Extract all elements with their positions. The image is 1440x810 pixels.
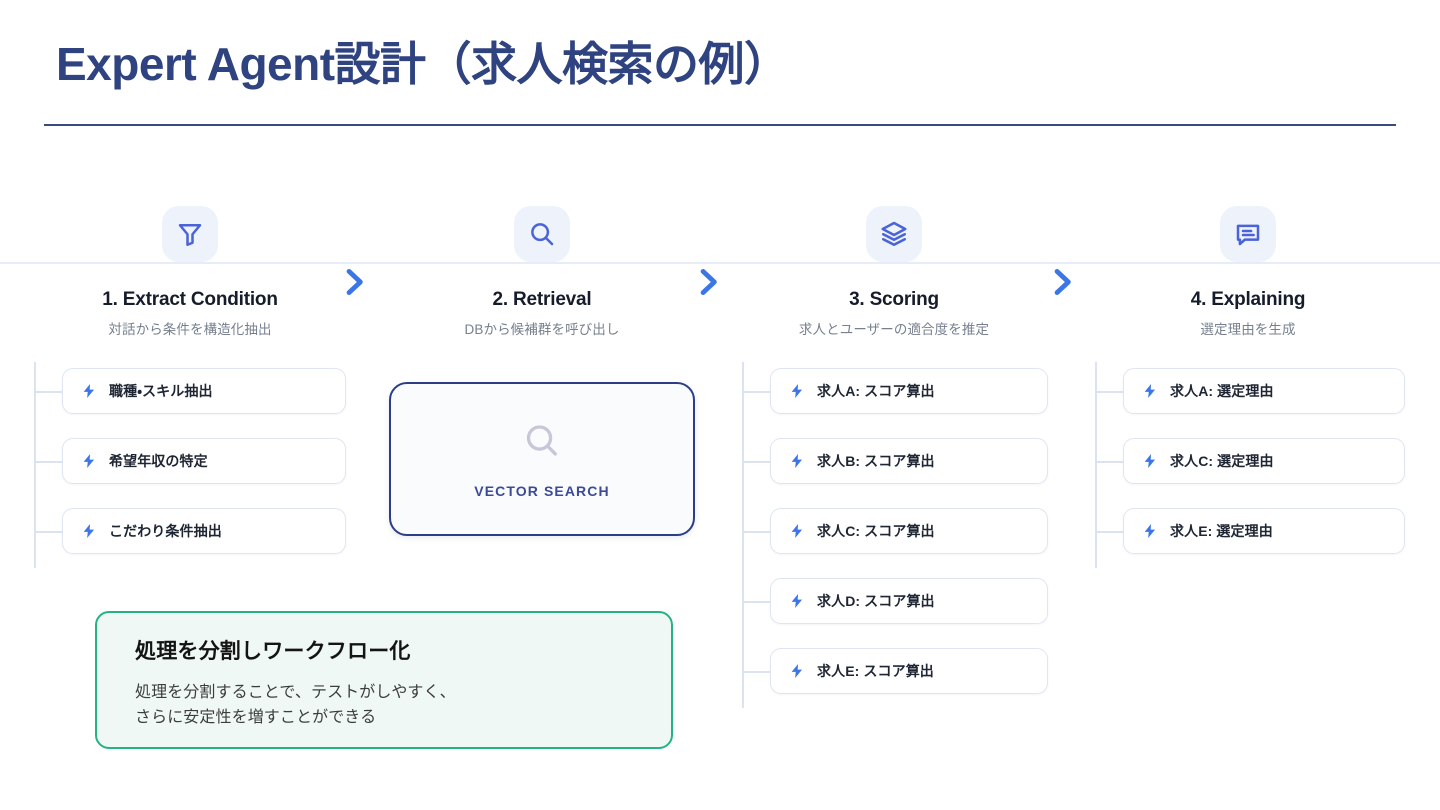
tree-connector-spine — [1095, 362, 1097, 568]
task-card[interactable]: 求人A: スコア算出 — [770, 368, 1048, 414]
bolt-icon — [791, 594, 803, 608]
task-card[interactable]: 希望年収の特定 — [62, 438, 346, 484]
task-card[interactable]: 求人C: スコア算出 — [770, 508, 1048, 554]
task-card[interactable]: 職種・スキル抽出 — [62, 368, 346, 414]
callout-body-line-2: さらに安定性を増すことができる — [135, 708, 377, 726]
tree-connector-stub — [743, 531, 770, 533]
tree-connector-stub — [35, 531, 62, 533]
bolt-icon — [83, 524, 95, 538]
timeline-divider — [0, 262, 1440, 264]
bolt-icon — [83, 454, 95, 468]
tree-connector-spine — [34, 362, 36, 568]
task-card-label: 求人E: スコア算出 — [817, 663, 934, 679]
tree-connector-stub — [35, 391, 62, 393]
task-card[interactable]: 求人B: スコア算出 — [770, 438, 1048, 484]
chevron-right-icon — [1045, 265, 1079, 299]
layers-stack-icon — [866, 206, 922, 262]
task-card-label: 求人D: スコア算出 — [817, 593, 935, 609]
bolt-icon — [791, 524, 803, 538]
step-subtitle: 求人とユーザーの適合度を推定 — [798, 322, 990, 337]
step-subtitle: 選定理由を生成 — [1200, 322, 1296, 337]
filter-funnel-icon — [162, 206, 218, 262]
task-card[interactable]: こだわり条件抽出 — [62, 508, 346, 554]
task-card-label: 求人A: 選定理由 — [1170, 383, 1274, 399]
bolt-icon — [1144, 384, 1156, 398]
bolt-icon — [1144, 454, 1156, 468]
task-card-label: 求人C: スコア算出 — [817, 523, 935, 539]
step-subtitle: DBから候補群を呼び出し — [464, 322, 620, 337]
callout-title: 処理を分割しワークフロー化 — [135, 640, 411, 663]
task-card-label: 求人E: 選定理由 — [1170, 523, 1273, 539]
pipeline-step-3[interactable]: 3. Scoring 求人とユーザーの適合度を推定 — [716, 196, 1072, 338]
pipeline-step-2[interactable]: 2. Retrieval DBから候補群を呼び出し — [364, 196, 720, 338]
tree-connector-stub — [743, 601, 770, 603]
tree-connector-stub — [1096, 391, 1123, 393]
search-magnifier-icon — [514, 206, 570, 262]
task-card-label: 求人C: 選定理由 — [1170, 453, 1274, 469]
tree-connector-spine — [742, 362, 744, 708]
bolt-icon — [1144, 524, 1156, 538]
chevron-right-icon — [691, 265, 725, 299]
tree-connector-stub — [35, 461, 62, 463]
page-title: Expert Agent設計（求人検索の例） — [56, 38, 790, 90]
message-bubble-icon — [1220, 206, 1276, 262]
bolt-icon — [83, 384, 95, 398]
callout-body-line-1: 処理を分割することで、テストがしやすく、 — [135, 684, 456, 701]
tree-connector-stub — [743, 461, 770, 463]
step-title: 4. Explaining — [1190, 289, 1306, 310]
step-subtitle: 対話から条件を構造化抽出 — [108, 322, 272, 337]
vector-search-label: VECTOR SEARCH — [474, 482, 610, 499]
task-card[interactable]: 求人E: スコア算出 — [770, 648, 1048, 694]
tree-connector-stub — [743, 671, 770, 673]
task-card-label: 求人B: スコア算出 — [817, 453, 935, 469]
pipeline-step-4[interactable]: 4. Explaining 選定理由を生成 — [1070, 196, 1426, 338]
step-title: 2. Retrieval — [492, 289, 592, 310]
title-underline-divider — [44, 124, 1396, 126]
callout-box: 処理を分割しワークフロー化 処理を分割することで、テストがしやすく、 さらに安定… — [95, 611, 673, 749]
vector-search-box[interactable]: VECTOR SEARCH — [389, 382, 695, 536]
tree-connector-stub — [1096, 461, 1123, 463]
task-card-label: 求人A: スコア算出 — [817, 383, 935, 399]
task-card[interactable]: 求人A: 選定理由 — [1123, 368, 1405, 414]
bolt-icon — [791, 384, 803, 398]
bolt-icon — [791, 454, 803, 468]
tree-connector-stub — [743, 391, 770, 393]
step-title: 3. Scoring — [849, 289, 939, 310]
task-card-label: 職種・スキル抽出 — [109, 383, 213, 399]
task-card-label: こだわり条件抽出 — [109, 523, 222, 539]
tree-connector-stub — [1096, 531, 1123, 533]
task-card[interactable]: 求人D: スコア算出 — [770, 578, 1048, 624]
task-card[interactable]: 求人C: 選定理由 — [1123, 438, 1405, 484]
pipeline-steps: 1. Extract Condition 対話から条件を構造化抽出 2. Ret… — [0, 196, 1440, 338]
step-title: 1. Extract Condition — [102, 289, 278, 310]
task-card-label: 希望年収の特定 — [109, 453, 208, 469]
chevron-right-icon — [337, 265, 371, 299]
search-magnifier-icon — [521, 420, 563, 467]
pipeline-step-1[interactable]: 1. Extract Condition 対話から条件を構造化抽出 — [12, 196, 368, 338]
callout-body: 処理を分割することで、テストがしやすく、 さらに安定性を増すことができる — [135, 681, 641, 731]
task-card[interactable]: 求人E: 選定理由 — [1123, 508, 1405, 554]
bolt-icon — [791, 664, 803, 678]
